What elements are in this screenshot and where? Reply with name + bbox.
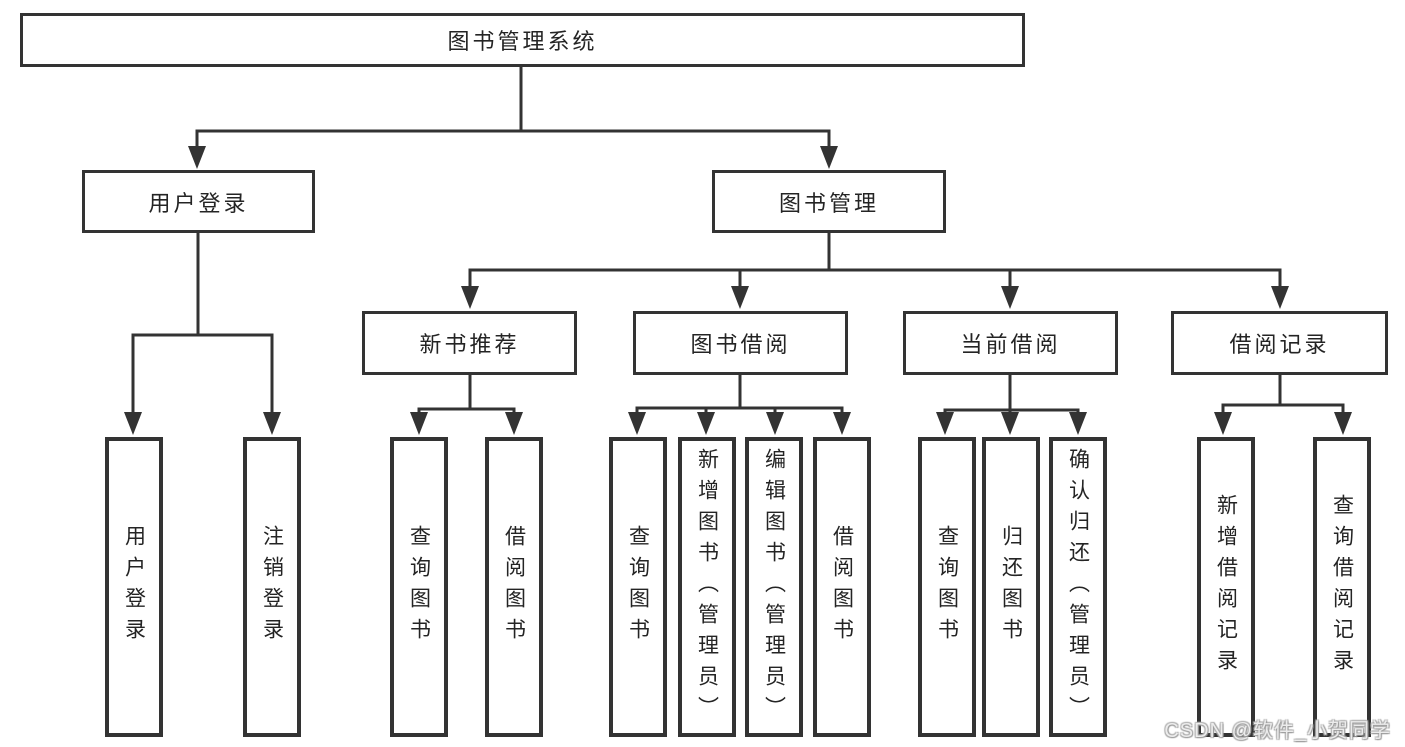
leaf-logout-label: 注销登录 (260, 525, 284, 649)
leaf-add-borrow-record: 新增借阅记录 (1197, 437, 1255, 737)
leaf-query-borrow-record: 查询借阅记录 (1313, 437, 1371, 737)
leaf-logout: 注销登录 (243, 437, 301, 737)
node-user-login: 用户登录 (82, 170, 315, 233)
csdn-watermark: CSDN @软件_小贺同学 (1164, 720, 1391, 742)
leaf-return-books-label: 归还图书 (999, 525, 1023, 649)
edge-root-to-level2 (188, 67, 838, 169)
edge-book-borrow-to-leaves (628, 375, 851, 435)
leaf-add-borrow-record-label: 新增借阅记录 (1214, 494, 1238, 680)
leaf-query-books-recommend-label: 查询图书 (407, 525, 431, 649)
node-new-book-recommend: 新书推荐 (362, 311, 577, 375)
node-book-management: 图书管理 (712, 170, 946, 233)
node-book-borrowing-label: 图书借阅 (690, 332, 791, 357)
node-current-borrowing: 当前借阅 (903, 311, 1118, 375)
leaf-add-books-admin: 新增图书（管理员） (678, 437, 736, 737)
leaf-confirm-return-admin-label: 确认归还（管理员） (1066, 447, 1090, 727)
edge-new-book-to-leaves (410, 375, 523, 435)
leaf-edit-books-admin-label: 编辑图书（管理员） (762, 447, 786, 727)
node-book-management-label: 图书管理 (778, 190, 879, 216)
node-library-system-label: 图书管理系统 (447, 29, 598, 54)
leaf-borrow-books-recommend: 借阅图书 (485, 437, 543, 737)
node-current-borrowing-label: 当前借阅 (960, 332, 1061, 357)
leaf-borrow-books-label: 借阅图书 (830, 525, 854, 649)
leaf-borrow-books: 借阅图书 (813, 437, 871, 737)
edge-book-mgmt-to-level3 (461, 233, 1289, 309)
leaf-user-login: 用户登录 (105, 437, 163, 737)
node-borrowing-records-label: 借阅记录 (1229, 332, 1330, 357)
leaf-edit-books-admin: 编辑图书（管理员） (745, 437, 803, 737)
node-user-login-label: 用户登录 (148, 190, 249, 216)
node-new-book-recommend-label: 新书推荐 (419, 332, 520, 357)
node-library-system: 图书管理系统 (20, 13, 1025, 67)
leaf-user-login-label: 用户登录 (122, 525, 146, 649)
edge-current-borrow-to-leaves (936, 375, 1087, 435)
leaf-query-borrow-record-label: 查询借阅记录 (1330, 494, 1354, 680)
leaf-return-books: 归还图书 (982, 437, 1040, 737)
edge-user-login-to-leaves (124, 233, 281, 435)
edge-records-to-leaves (1214, 375, 1352, 435)
leaf-query-books-current: 查询图书 (918, 437, 976, 737)
leaf-query-books-borrow: 查询图书 (609, 437, 667, 737)
leaf-query-books-recommend: 查询图书 (390, 437, 448, 737)
leaf-borrow-books-recommend-label: 借阅图书 (502, 525, 526, 649)
node-book-borrowing: 图书借阅 (633, 311, 848, 375)
leaf-confirm-return-admin: 确认归还（管理员） (1049, 437, 1107, 737)
leaf-query-books-borrow-label: 查询图书 (626, 525, 650, 649)
leaf-query-books-current-label: 查询图书 (935, 525, 959, 649)
node-borrowing-records: 借阅记录 (1171, 311, 1388, 375)
leaf-add-books-admin-label: 新增图书（管理员） (695, 447, 719, 727)
